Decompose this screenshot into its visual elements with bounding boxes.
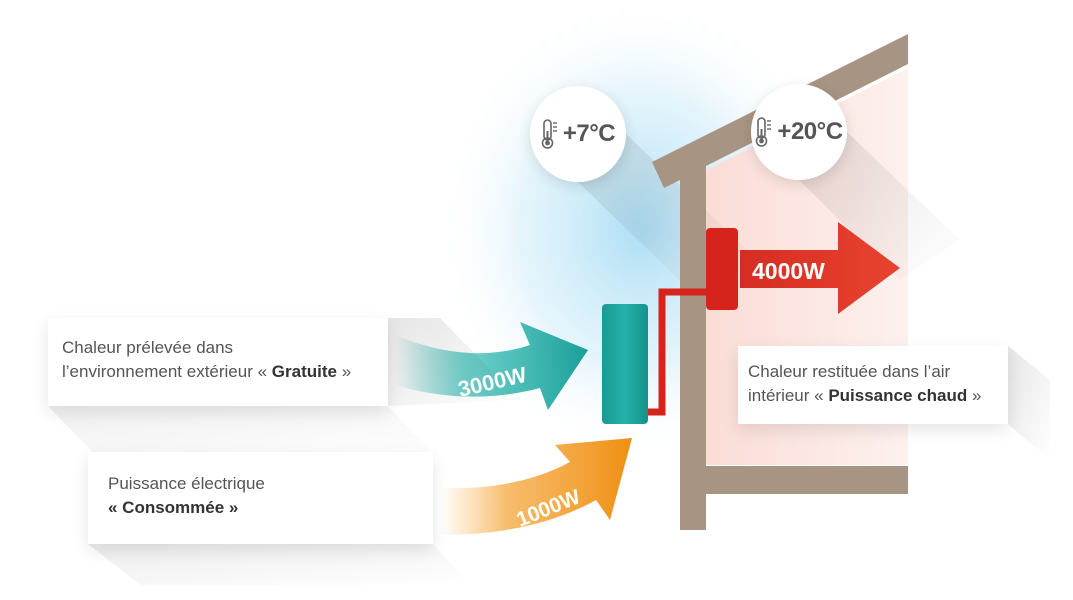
restitution-line1: Chaleur restituée dans l’air [748, 362, 951, 381]
restitution-line2-prefix: intérieur « [748, 386, 829, 405]
electric-line1: Puissance électrique [108, 474, 265, 493]
house-floor [706, 466, 908, 494]
outdoor-unit [602, 304, 648, 424]
thermometer-icon [756, 117, 772, 147]
electric-arrow [440, 438, 632, 535]
refrigerant-pipe [646, 288, 714, 416]
free-heat-line2-prefix: l’environnement extérieur « [62, 362, 272, 381]
free-heat-line2: l’environnement extérieur « Gratuite » [62, 360, 388, 384]
outdoor-temperature-bubble: +7°C [530, 86, 626, 182]
indoor-unit [706, 228, 738, 310]
output-value: 4000W [752, 258, 825, 284]
restitution-emphasis: Puissance chaud [828, 386, 968, 405]
box-shadow [388, 318, 520, 406]
box-shadow [1008, 346, 1050, 460]
electric-emphasis: « Consommée » [108, 498, 239, 517]
free-heat-label-box: Chaleur prélevée dans l’environnement ex… [48, 318, 388, 406]
restitution-line2: intérieur « Puissance chaud » [748, 384, 1008, 408]
output-arrow [740, 222, 900, 314]
free-heat-line1: Chaleur prélevée dans [62, 338, 234, 357]
electric-line2: « Consommée » [108, 496, 433, 520]
free-heat-line2-suffix: » [336, 362, 352, 381]
box-shadow [48, 406, 440, 460]
box-shadow [88, 544, 470, 585]
indoor-temperature: +20°C [777, 118, 843, 145]
outdoor-temperature: +7°C [562, 120, 616, 147]
house-wall [680, 170, 706, 530]
bubble-shadow [799, 132, 960, 280]
electric-power-label-box: Puissance électrique « Consommée » [88, 452, 433, 544]
restitution-label-box: Chaleur restituée dans l’air intérieur «… [738, 346, 1008, 424]
restitution-line2-suffix: » [967, 386, 982, 405]
indoor-temperature-bubble: +20°C [751, 84, 847, 180]
thermometer-icon [541, 119, 557, 149]
free-heat-emphasis: Gratuite [271, 362, 337, 381]
